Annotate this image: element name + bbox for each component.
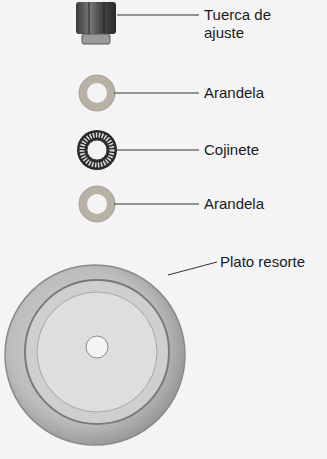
washer-outline (79, 75, 115, 111)
nut-body (76, 2, 116, 34)
plate-floor (37, 292, 157, 412)
part-label: Arandela (204, 84, 314, 102)
nut-edge (104, 2, 105, 34)
adjusting-nut (76, 2, 116, 44)
nut-edge (89, 2, 90, 34)
bearing-needles (82, 135, 112, 165)
washer-ring (83, 190, 111, 218)
part-label: Tuerca de ajuste (204, 6, 296, 42)
bearing-hole (87, 140, 107, 160)
washer (79, 75, 115, 111)
leader-line (114, 93, 199, 94)
nut-collar (82, 34, 110, 44)
leader-line (117, 15, 199, 16)
leader-lines (114, 15, 217, 275)
plate-hole (86, 336, 108, 358)
bearing-body (77, 130, 117, 170)
part-label: Arandela (204, 195, 314, 213)
part-label: Cojinete (204, 141, 314, 159)
plate-rim (5, 265, 185, 445)
leader-line (116, 150, 199, 151)
bearing (77, 130, 117, 170)
plate-dish (25, 280, 169, 424)
washer-ring (83, 79, 111, 107)
washer (79, 186, 115, 222)
part-label: Plato resorte (220, 253, 324, 271)
spring-plate (5, 265, 185, 445)
leader-line (114, 204, 199, 205)
leader-line (168, 262, 217, 275)
washer-outline (79, 186, 115, 222)
